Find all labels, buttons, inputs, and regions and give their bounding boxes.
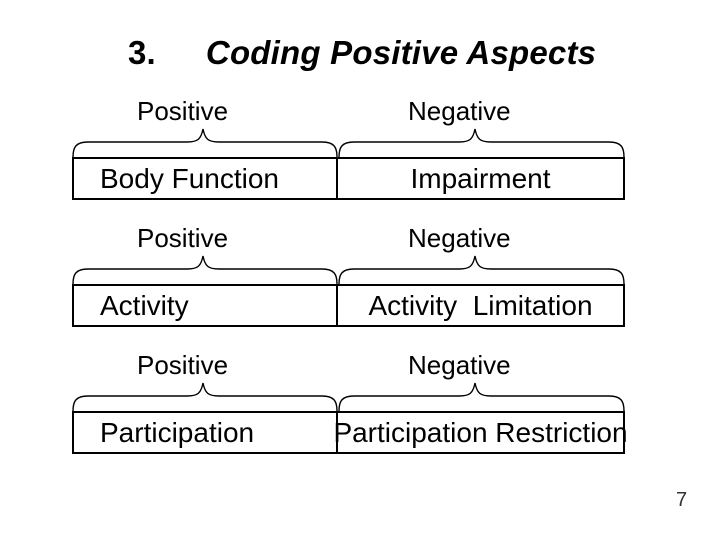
right-box: Participation Restriction <box>333 411 628 454</box>
right-brace <box>338 382 625 412</box>
left-brace <box>72 255 338 285</box>
left-box: Body Function <box>72 157 338 200</box>
left-box: Participation <box>72 411 338 454</box>
negative-label: Negative <box>408 223 511 253</box>
row-body-function: Positive Negative Body Function Impairme… <box>0 97 720 201</box>
left-box-label: Activity <box>100 289 189 321</box>
page-title: 3. Coding Positive Aspects <box>128 34 596 72</box>
right-brace <box>338 128 625 158</box>
title-number: 3. <box>128 34 156 71</box>
right-box-label: Activity Limitation <box>368 289 593 321</box>
left-box: Activity <box>72 284 338 327</box>
left-box-label: Body Function <box>100 162 279 194</box>
row-participation: Positive Negative Participation Particip… <box>0 351 720 455</box>
negative-label: Negative <box>408 350 511 380</box>
negative-label: Negative <box>408 96 511 126</box>
title-text: Coding Positive Aspects <box>205 34 597 71</box>
positive-label: Positive <box>137 96 229 126</box>
right-box-label: Impairment <box>410 162 551 194</box>
row-activity: Positive Negative Activity Activity Limi… <box>0 224 720 328</box>
right-box: Impairment <box>336 157 625 200</box>
left-brace <box>72 128 338 158</box>
positive-label: Positive <box>137 223 229 253</box>
right-box-label: Participation Restriction <box>333 416 628 448</box>
right-box: Activity Limitation <box>336 284 625 327</box>
page-number: 7 <box>676 489 688 511</box>
positive-label: Positive <box>137 350 229 380</box>
left-box-label: Participation <box>100 416 255 448</box>
right-brace <box>338 255 625 285</box>
left-brace <box>72 382 338 412</box>
